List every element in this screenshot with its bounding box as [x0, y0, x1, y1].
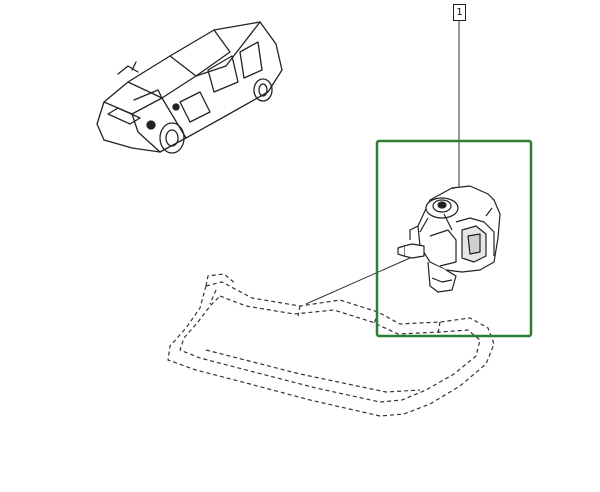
callout-label: 1	[453, 4, 466, 21]
headlamp-housing-outline	[167, 273, 495, 417]
highlight-frame	[375, 139, 533, 338]
car-overview-sketch	[96, 21, 283, 154]
leader-line-housing	[305, 257, 411, 305]
adjustment-motor	[397, 185, 501, 293]
